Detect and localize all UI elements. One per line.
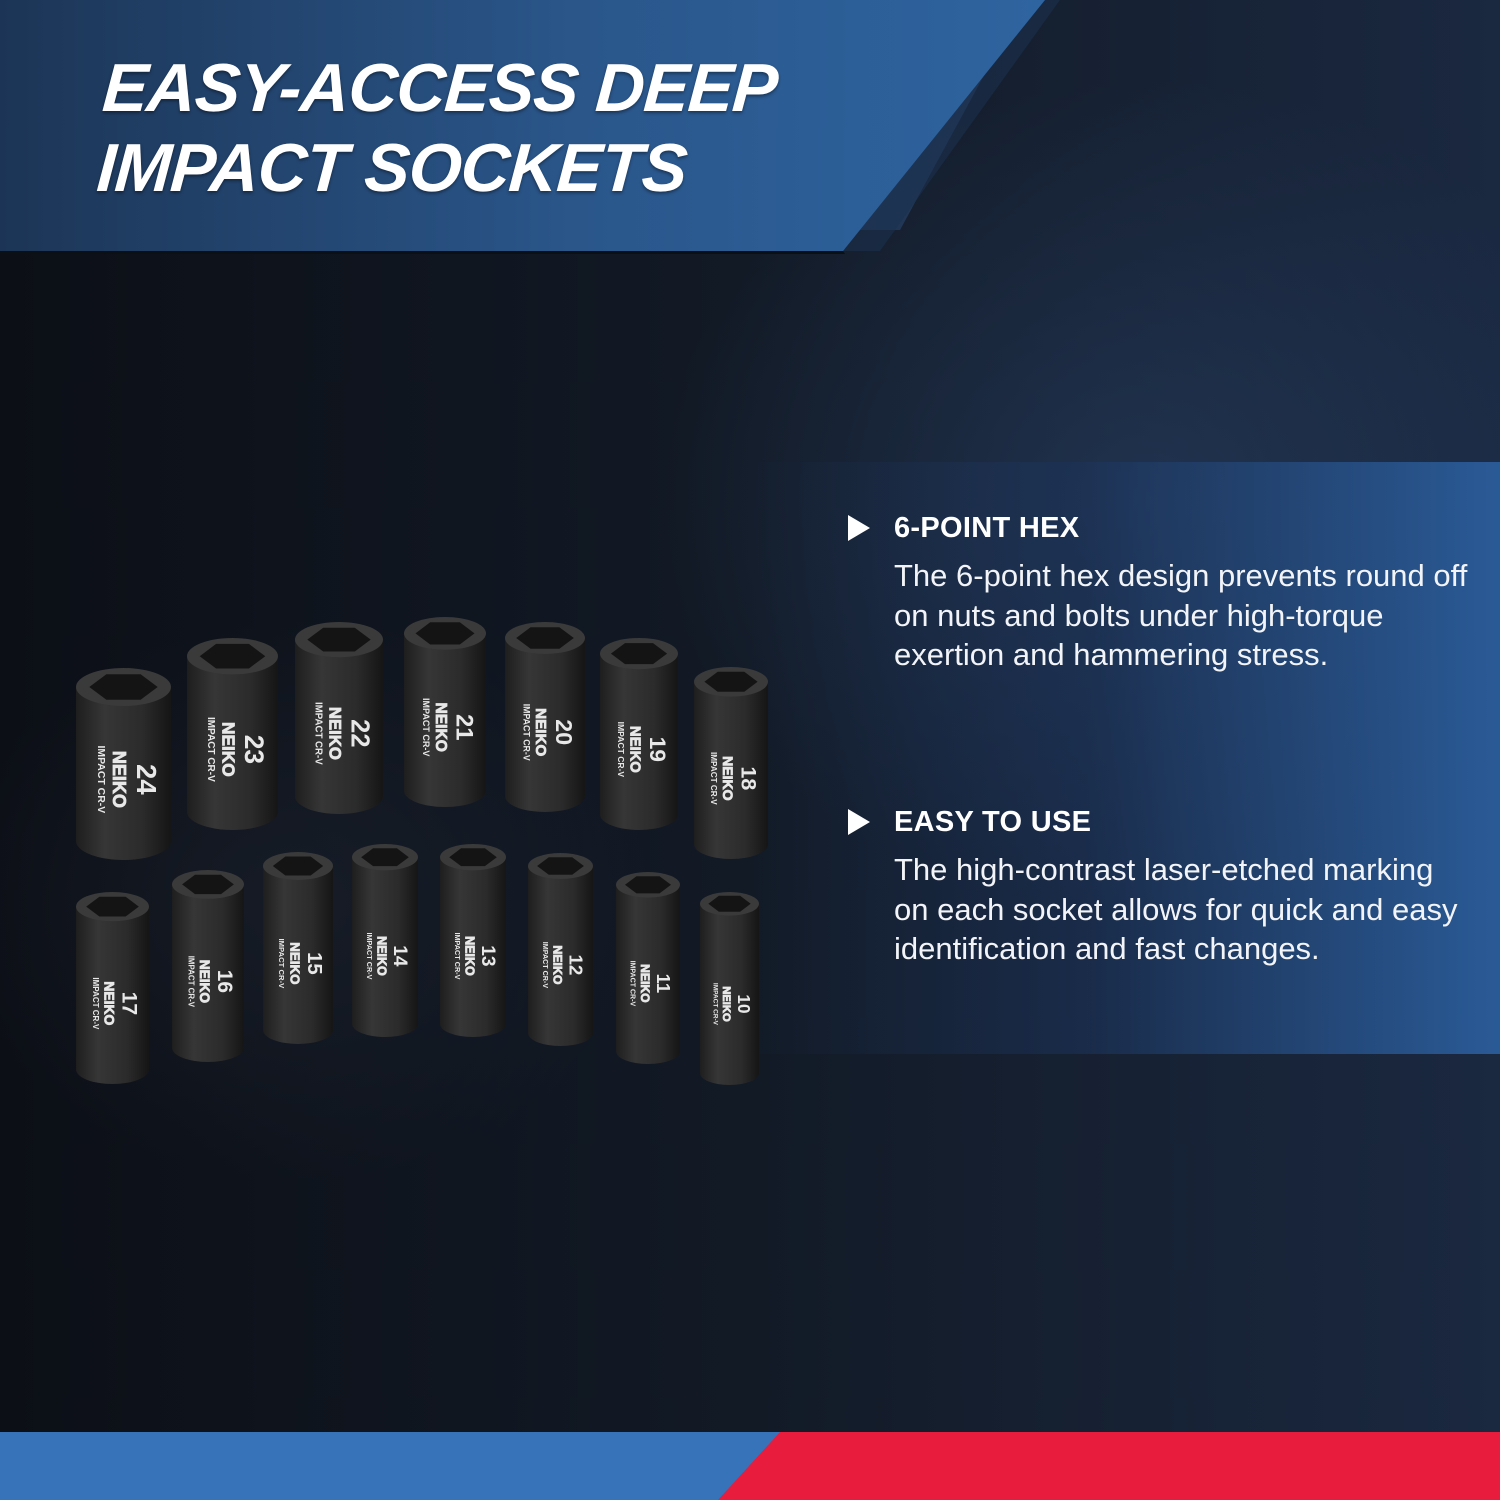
socket-size-label: 14 — [389, 945, 410, 967]
footer-blue-stripe — [0, 1432, 780, 1500]
brand-label: NEIKO — [463, 936, 477, 976]
marking-label: IMPACT CR-V — [709, 752, 718, 805]
socket-size-label: 11 — [653, 974, 674, 994]
brand-label: NEIKO — [626, 726, 642, 773]
triangle-bullet-icon — [848, 515, 870, 541]
feature-6-point-hex: 6-POINT HEX The 6-point hex design preve… — [848, 508, 1468, 675]
feature-heading: 6-POINT HEX — [894, 511, 1080, 544]
hex-opening-icon — [272, 856, 324, 876]
marking-label: IMPACT CR-V — [629, 961, 636, 1007]
marking-label: IMPACT CR-V — [95, 746, 106, 814]
hex-opening-icon — [307, 627, 371, 652]
hex-opening-icon — [704, 671, 758, 692]
hex-opening-icon — [415, 622, 475, 645]
brand-label: NEIKO — [720, 986, 732, 1022]
feature-band-2 — [750, 762, 1500, 1054]
marking-label: IMPACT CR-V — [541, 942, 549, 989]
socket-size-label: 18 — [736, 766, 760, 790]
brand-label: NEIKO — [550, 945, 564, 984]
hex-opening-icon — [449, 848, 497, 867]
hex-opening-icon — [610, 643, 668, 665]
socket-size-label: 22 — [345, 719, 373, 747]
socket-size-label: 10 — [734, 994, 753, 1013]
socket-size-label: 13 — [477, 945, 498, 966]
feature-easy-to-use: EASY TO USE The high-contrast laser-etch… — [848, 802, 1468, 969]
hex-opening-icon — [182, 874, 234, 895]
hex-opening-icon — [86, 896, 139, 917]
hex-opening-icon — [625, 876, 671, 894]
brand-label: NEIKO — [109, 751, 129, 808]
socket-size-label: 16 — [213, 970, 236, 993]
socket-size-label: 20 — [551, 719, 577, 745]
socket-size-label: 19 — [645, 737, 670, 762]
socket-size-label: 15 — [303, 952, 325, 975]
brand-label: NEIKO — [375, 936, 389, 976]
brand-label: NEIKO — [432, 703, 449, 752]
marking-label: IMPACT CR-V — [421, 698, 431, 756]
brand-label: NEIKO — [638, 964, 652, 1003]
brand-label: NEIKO — [325, 707, 344, 760]
marking-label: IMPACT CR-V — [712, 983, 719, 1026]
brand-label: NEIKO — [101, 981, 117, 1025]
socket-size-label: 21 — [450, 714, 477, 740]
brand-label: NEIKO — [197, 960, 212, 1004]
marking-label: IMPACT CR-V — [365, 932, 374, 979]
hex-opening-icon — [361, 848, 409, 867]
marking-label: IMPACT CR-V — [521, 704, 531, 761]
feature-description: The high-contrast laser-etched marking o… — [894, 852, 1458, 966]
marking-label: IMPACT CR-V — [453, 932, 462, 979]
hex-opening-icon — [199, 643, 266, 669]
brand-label: NEIKO — [720, 756, 736, 801]
marking-label: IMPACT CR-V — [312, 702, 323, 765]
feature-heading: EASY TO USE — [894, 805, 1092, 838]
triangle-bullet-icon — [848, 809, 870, 835]
marking-label: IMPACT CR-V — [205, 717, 216, 782]
hex-opening-icon — [89, 674, 158, 700]
marking-label: IMPACT CR-V — [187, 956, 196, 1008]
brand-label: NEIKO — [218, 722, 238, 777]
marking-label: IMPACT CR-V — [91, 977, 100, 1030]
brand-label: NEIKO — [287, 942, 302, 984]
socket-size-label: 24 — [131, 764, 162, 795]
header-banner — [0, 0, 1045, 254]
brand-label: NEIKO — [532, 708, 549, 756]
socket-size-label: 23 — [239, 735, 269, 764]
feature-band-1 — [750, 462, 1500, 762]
hex-opening-icon — [708, 895, 751, 912]
socket-size-label: 17 — [118, 992, 141, 1016]
socket-size-label: 12 — [566, 954, 587, 975]
marking-label: IMPACT CR-V — [616, 722, 626, 778]
footer-stripe — [0, 1432, 1500, 1500]
feature-description: The 6-point hex design prevents round of… — [894, 558, 1468, 672]
hex-opening-icon — [516, 627, 574, 649]
marking-label: IMPACT CR-V — [277, 938, 286, 989]
hex-opening-icon — [537, 857, 584, 875]
